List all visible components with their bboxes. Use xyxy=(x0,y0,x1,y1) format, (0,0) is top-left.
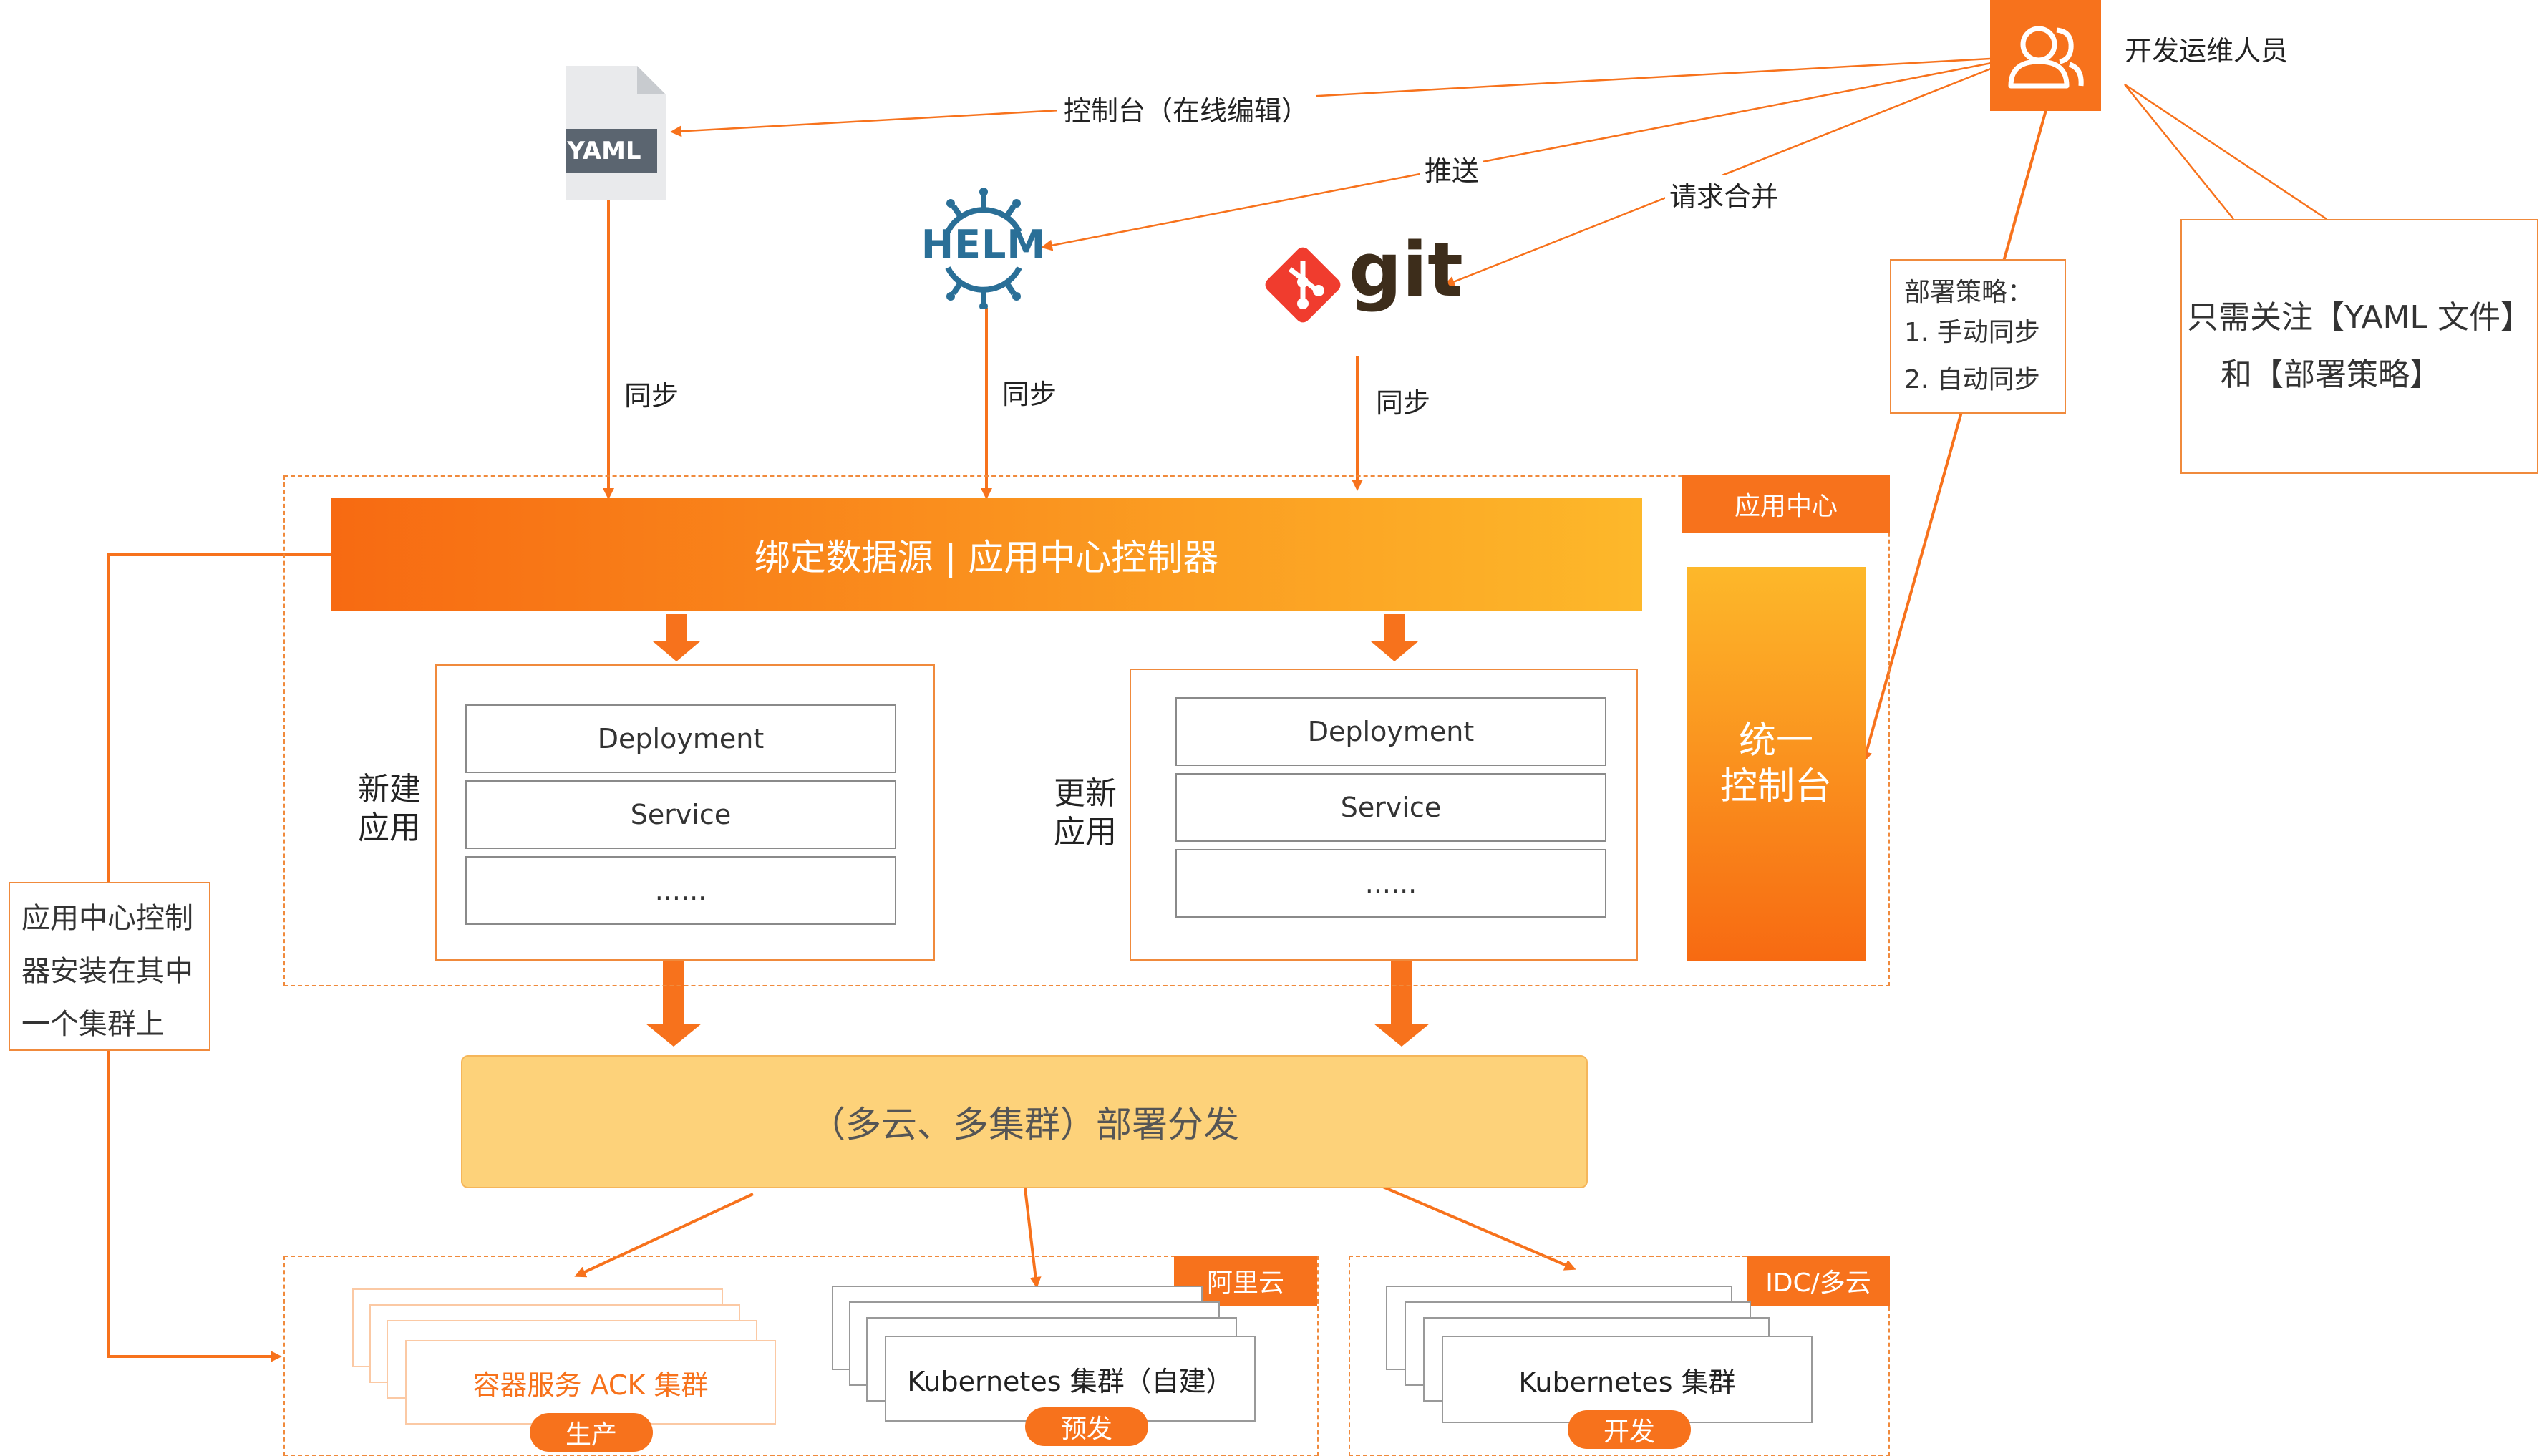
edge-label-push: 推送 xyxy=(1420,149,1484,188)
block-arrow-update-dist xyxy=(1374,918,1430,1047)
controller-bar: 绑定数据源 | 应用中心控制器 xyxy=(331,498,1642,611)
idc-cluster-group xyxy=(1349,1256,1890,1456)
new-app-row-deployment: Deployment xyxy=(465,704,896,773)
edge-console-edit xyxy=(670,57,1991,137)
idc-tag: IDC/多云 xyxy=(1747,1256,1890,1306)
install-note-line: 应用中心控制 xyxy=(21,902,193,935)
app-center-container xyxy=(283,475,1890,986)
controller-bar-label: 绑定数据源 | 应用中心控制器 xyxy=(754,537,1219,578)
update-app-label-line: 更新 xyxy=(1054,775,1117,812)
yaml-file-icon xyxy=(551,66,666,200)
people-icon xyxy=(1990,0,2101,111)
deploy-policy-title: 部署策略： xyxy=(1904,278,2034,307)
block-arrow-update-down xyxy=(1371,614,1418,661)
install-note-box: 应用中心控制 器安装在其中 一个集群上 xyxy=(9,882,210,1051)
deploy-policy-item: 1. 手动同步 xyxy=(1904,318,2040,347)
git-label: git xyxy=(1349,226,1463,314)
deploy-policy-item: 2. 自动同步 xyxy=(1904,365,2040,394)
unified-console-line: 控制台 xyxy=(1719,765,1832,808)
k8s-card-front: Kubernetes 集群 xyxy=(1442,1336,1813,1423)
new-app-row-service: Service xyxy=(465,780,896,849)
new-app-label-line: 应用 xyxy=(358,810,421,846)
focus-note-line: 只需关注【YAML 文件】 xyxy=(2186,299,2533,336)
distribution-bar: （多云、多集群）部署分发 xyxy=(461,1055,1588,1188)
new-app-label-line: 新建 xyxy=(358,771,421,807)
git-logo-icon xyxy=(1261,243,1344,326)
update-app-row-more: ...... xyxy=(1175,849,1606,918)
helm-label: HELM xyxy=(921,222,1047,267)
k8s-label: Kubernetes 集群 xyxy=(1518,1366,1736,1398)
edge-label-sync-yaml: 同步 xyxy=(624,380,679,412)
focus-note-box: 只需关注【YAML 文件】 和【部署策略】 xyxy=(2180,219,2538,474)
edge-dist-ack xyxy=(574,1193,754,1278)
helm-logo-icon xyxy=(919,188,1048,311)
install-note-line: 器安装在其中 xyxy=(21,955,193,988)
distribution-label: （多云、多集群）部署分发 xyxy=(810,1104,1239,1145)
update-app-row-service: Service xyxy=(1175,773,1606,842)
new-app-row-more: ...... xyxy=(465,856,896,925)
install-note-line: 一个集群上 xyxy=(21,1008,165,1041)
focus-note-line: 和【部署策略】 xyxy=(2221,356,2441,393)
update-app-row-deployment: Deployment xyxy=(1175,697,1606,766)
aliyun-cluster-group xyxy=(283,1256,1319,1456)
edge-dist-k8s xyxy=(1382,1185,1576,1271)
block-arrow-new-down xyxy=(653,614,700,661)
k8s-self-env-badge: 预发 xyxy=(1025,1407,1148,1446)
yaml-label: YAML xyxy=(567,137,641,165)
update-app-label-line: 应用 xyxy=(1054,814,1117,850)
edge-label-sync-helm: 同步 xyxy=(1002,379,1057,410)
k8s-self-card-front: Kubernetes 集群（自建） xyxy=(885,1336,1256,1422)
edge-label-sync-git: 同步 xyxy=(1376,387,1431,419)
edge-push xyxy=(1041,62,1992,251)
edge-dist-k8s-self xyxy=(1024,1188,1042,1288)
unified-console[interactable]: 统一 控制台 xyxy=(1687,567,1866,961)
people-label: 开发运维人员 xyxy=(2125,35,2289,67)
edge-label-merge: 请求合并 xyxy=(1665,175,1783,214)
unified-console-line: 统一 xyxy=(1738,719,1813,762)
ack-env-badge: 生产 xyxy=(530,1413,653,1452)
edge-people-console xyxy=(1861,110,2047,763)
ack-label: 容器服务 ACK 集群 xyxy=(472,1369,709,1401)
update-app-label: 更新 应用 xyxy=(1054,775,1117,852)
deploy-policy-box: 部署策略： 1. 手动同步 2. 自动同步 xyxy=(1890,259,2066,414)
app-center-tag: 应用中心 xyxy=(1682,475,1890,533)
ack-card-front: 容器服务 ACK 集群 xyxy=(405,1340,776,1425)
k8s-env-badge: 开发 xyxy=(1568,1410,1691,1449)
new-app-label: 新建 应用 xyxy=(358,770,421,848)
edge-label-console-edit: 控制台（在线编辑） xyxy=(1057,89,1316,128)
k8s-self-label: Kubernetes 集群（自建） xyxy=(907,1365,1233,1397)
